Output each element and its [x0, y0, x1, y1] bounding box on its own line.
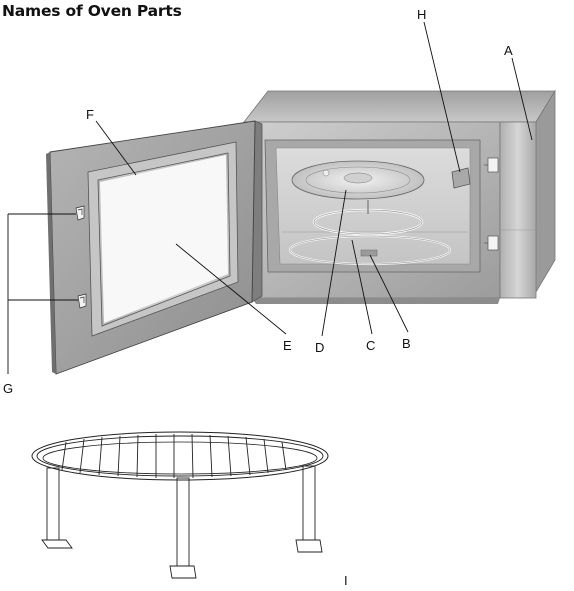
- label-g: G: [3, 381, 13, 396]
- part-labels: A B C D E F G H I: [3, 7, 513, 588]
- door-latches: [75, 205, 87, 309]
- control-panel: [499, 89, 556, 299]
- label-d: D: [315, 340, 324, 355]
- label-h: H: [417, 7, 426, 22]
- leader-h: [423, 21, 461, 173]
- door-latch-lower: [77, 293, 87, 309]
- label-i: I: [344, 573, 348, 586]
- diagram-title: Names of Oven Parts: [2, 2, 182, 20]
- leader-a: [511, 57, 533, 141]
- grill-rack: [31, 431, 329, 579]
- label-a: A: [504, 43, 513, 58]
- glass-tray: [291, 160, 425, 200]
- door-lock-holes: [484, 157, 499, 251]
- oven-cavity: [264, 139, 481, 273]
- door-latch-upper: [75, 205, 85, 221]
- leader-d: [321, 189, 347, 337]
- leader-c: [351, 239, 373, 335]
- leader-f: [95, 120, 137, 176]
- oven-door: [46, 120, 263, 375]
- leader-lines: [7, 21, 533, 374]
- label-f: F: [86, 107, 94, 122]
- leader-e: [175, 243, 287, 335]
- leader-b: [369, 254, 409, 333]
- label-e: E: [283, 338, 292, 353]
- label-c: C: [366, 338, 375, 353]
- label-b: B: [402, 336, 411, 351]
- waveguide-cover: [451, 167, 471, 189]
